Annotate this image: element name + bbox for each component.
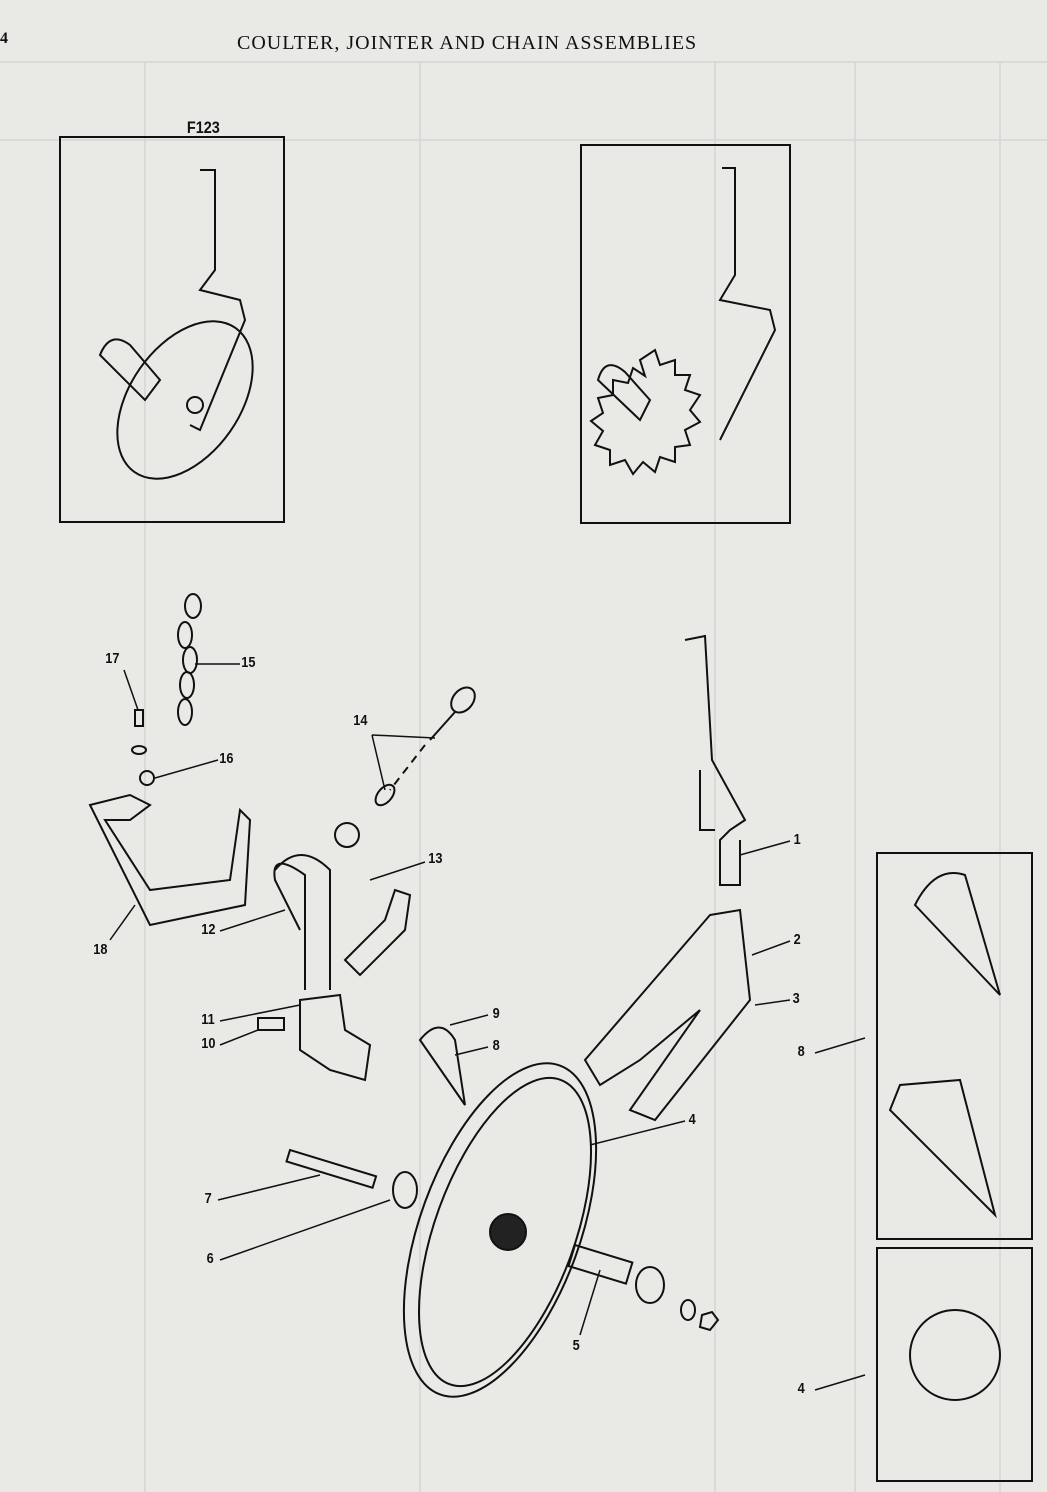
leader-lines bbox=[109, 663, 866, 1391]
hub-hardware-illustration bbox=[285, 1148, 720, 1332]
callout-15: 15 bbox=[241, 654, 256, 671]
notched-disc-variant bbox=[909, 1309, 1001, 1401]
callout-1: 1 bbox=[793, 831, 801, 848]
page-title: COULTER, JOINTER AND CHAIN ASSEMBLIES bbox=[237, 32, 698, 54]
callout-7: 7 bbox=[204, 1190, 212, 1207]
callout-2: 2 bbox=[793, 931, 801, 948]
page-number: 4 bbox=[0, 30, 8, 47]
callout-11: 11 bbox=[201, 1011, 215, 1028]
callout-13: 13 bbox=[428, 850, 443, 867]
callout-14: 14 bbox=[353, 712, 368, 729]
callout-9: 9 bbox=[492, 1005, 500, 1022]
callout-17: 17 bbox=[105, 650, 120, 667]
jointer-variant-a bbox=[913, 872, 1001, 996]
bleed-through-table bbox=[0, 61, 1047, 1492]
callout-5: 5 bbox=[572, 1337, 580, 1354]
figure-id: F123 bbox=[186, 118, 220, 137]
callout-18: 18 bbox=[93, 941, 108, 958]
callout-16: 16 bbox=[219, 750, 234, 767]
jointer-variant-b bbox=[888, 1078, 997, 1219]
inset-notched-coulter bbox=[580, 144, 791, 524]
callout-12: 12 bbox=[201, 921, 216, 938]
callout-8: 8 bbox=[492, 1037, 500, 1054]
callout-4: 4 bbox=[688, 1111, 696, 1128]
callout-6: 6 bbox=[206, 1250, 214, 1267]
jointer-blade-illustration bbox=[418, 1026, 466, 1106]
callout-3: 3 bbox=[792, 990, 800, 1007]
clamp-12-illustration bbox=[257, 854, 412, 1082]
chain-illustration bbox=[131, 593, 202, 786]
coulter-disc-illustration bbox=[402, 1062, 598, 1398]
inset-jointer-variants bbox=[876, 852, 1033, 1240]
bracket-18-illustration bbox=[88, 793, 252, 927]
notched-coulter-illustration bbox=[589, 167, 777, 476]
callout-10: 10 bbox=[201, 1035, 216, 1052]
coulter-shank-illustration bbox=[583, 634, 752, 1122]
inset-plain-coulter bbox=[59, 136, 285, 523]
inset-notched-disc bbox=[876, 1247, 1033, 1482]
plain-coulter-illustration bbox=[98, 169, 254, 480]
callout-8-inset: 8 bbox=[797, 1043, 805, 1060]
callout-4-inset: 4 bbox=[797, 1380, 805, 1397]
chain-14-illustration bbox=[334, 686, 476, 848]
